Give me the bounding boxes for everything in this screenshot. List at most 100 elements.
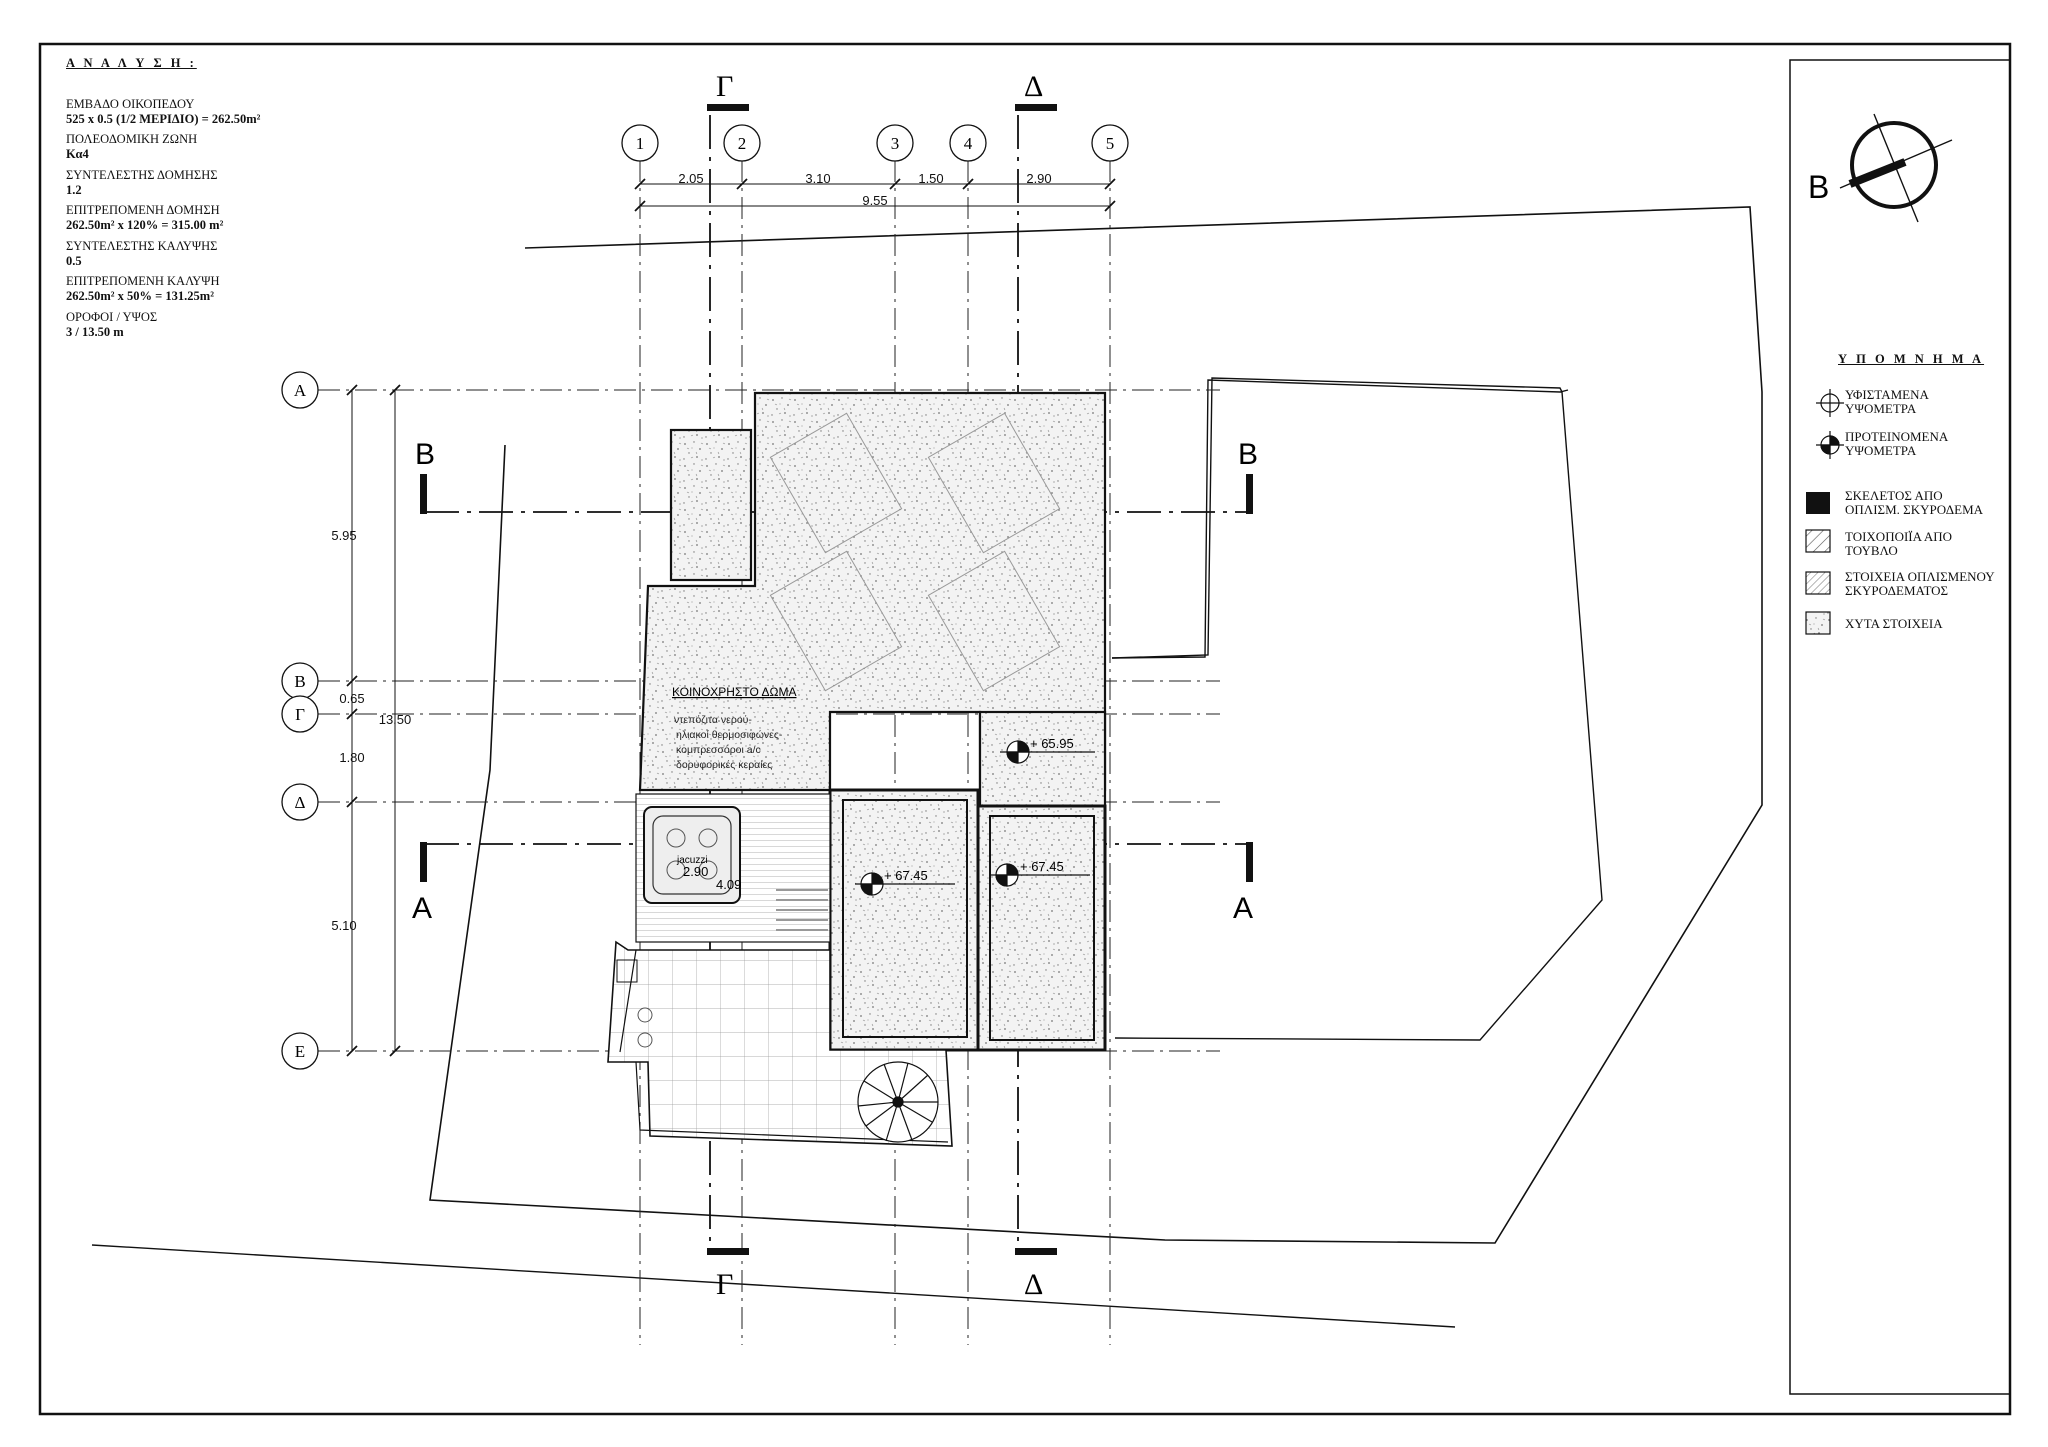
brick-wall-icon — [1805, 529, 1831, 553]
section-label-bottom-right: Δ — [1024, 1268, 1043, 1301]
legend-concrete-line2: ΟΠΛΙΣΜ. ΣΚΥΡΟΔΕΜΑ — [1845, 501, 1984, 517]
row-spacing-a-b: 5.95 — [331, 528, 356, 543]
legend-title: Υ Π Ο Μ Ν Η Μ Α — [1838, 352, 1985, 366]
column-bubbles — [621, 124, 1129, 162]
spiral-stair — [857, 1061, 939, 1143]
jacuzzi-label: jacuzzi — [676, 855, 708, 866]
analysis-label-allowed-coverage: ΕΠΙΤΡΕΠΟΜΕΝΗ ΚΑΛΥΨΗ — [66, 274, 220, 289]
legend-cast-line1: ΧΥΤΑ ΣΤΟΙΧΕΙΑ — [1845, 616, 1943, 631]
level-markers — [855, 740, 1095, 896]
section-label-right-top: Β — [1238, 438, 1258, 471]
roof-terrace — [638, 391, 1107, 792]
stair-shaft — [669, 428, 753, 582]
analysis-label-plot-area: ΕΜΒΑΔΟ ΟΙΚΟΠΕΔΟΥ — [66, 96, 195, 111]
column-spacing-1-2: 2.05 — [678, 171, 703, 186]
analysis-label-building-ratio: ΣΥΝΤΕΛΕΣΤΗΣ ΔΟΜΗΣΗΣ — [66, 167, 218, 182]
legend-reinforced-line1: ΣΤΟΙΧΕΙΑ ΟΠΛΙΣΜΕΝΟΥ — [1845, 569, 1995, 584]
legend-proposed-line2: ΥΨΟΜΕΤΡΑ — [1845, 442, 1917, 458]
analysis-value-building-ratio: 1.2 — [66, 182, 82, 197]
roof-note-4: δορυφορικές κεραίες — [676, 759, 772, 771]
sink-unit — [616, 959, 638, 983]
section-label-left-bottom: Α — [412, 892, 432, 925]
section-label-right-bottom: Α — [1233, 892, 1253, 925]
concrete-frame-icon — [1806, 492, 1830, 514]
neighbour-boundary-2 — [1111, 377, 1603, 1041]
legend-item-brick: ΤΟΙΧΟΠΟΙΪΑ ΑΠΟ ΤΟΥΒΛΟ — [1845, 530, 1952, 557]
level-label-1: + 65.95 — [1030, 736, 1074, 751]
column-label-2: 2 — [738, 134, 747, 153]
legend-item-reinforced: ΣΤΟΙΧΕΙΑ ΟΠΛΙΣΜΕΝΟΥ ΣΚΥΡΟΔΕΜΑΤΟΣ — [1845, 570, 1995, 597]
section-label-bottom-left: Γ — [716, 1268, 733, 1301]
plot-boundary — [429, 206, 1763, 1244]
terrace-parapet — [619, 949, 949, 1143]
room-left — [828, 788, 980, 1052]
level-label-2: + 67.45 — [884, 868, 928, 883]
analysis-value-coverage-ratio: 0.5 — [66, 253, 82, 268]
row-spacing-d-e: 5.10 — [331, 918, 356, 933]
row-label-a: Α — [294, 381, 307, 400]
analysis-value-allowed-coverage: 262.50m² x 50% = 131.25m² — [66, 289, 214, 303]
column-label-5: 5 — [1106, 134, 1115, 153]
section-label-top-left: Γ — [716, 70, 733, 103]
analysis-title: Α Ν Α Λ Υ Σ Η : — [66, 56, 197, 70]
legend-item-cast: ΧΥΤΑ ΣΤΟΙΧΕΙΑ — [1845, 617, 1943, 631]
analysis-label-floors: ΟΡΟΦΟΙ / ΥΨΟΣ — [66, 309, 158, 324]
compass-label: Β — [1808, 169, 1829, 205]
column-spacing-4-5: 2.90 — [1026, 171, 1051, 186]
reinforced-concrete-icon — [1805, 571, 1831, 595]
column-label-3: 3 — [891, 134, 900, 153]
column-total: 9.55 — [862, 193, 887, 208]
legend-item-proposed: ΠΡΟΤΕΙΝΟΜΕΝΑ ΥΨΟΜΕΤΡΑ — [1845, 430, 1948, 457]
jacuzzi — [643, 806, 741, 904]
row-bubbles — [281, 371, 319, 1070]
analysis-value-zone: Κα4 — [66, 147, 89, 161]
column-label-1: 1 — [636, 134, 645, 153]
column-dimensions — [634, 178, 1116, 212]
small-roof-room — [978, 710, 1107, 808]
row-label-c: Γ — [295, 705, 305, 724]
road-edge — [91, 1244, 1456, 1328]
legend-concrete-line1: ΣΚΕΛΕΤΟΣ ΑΠΟ — [1845, 488, 1943, 503]
solar-panels — [769, 412, 1061, 692]
roof-note-1: ντεπόζιτα νερού- — [674, 714, 752, 726]
row-spacing-c-d: 1.80 — [339, 750, 364, 765]
legend-existing-line1: ΥΦΙΣΤΑΜΕΝΑ — [1845, 387, 1929, 402]
analysis-label-coverage-ratio: ΣΥΝΤΕΛΕΣΤΗΣ ΚΑΛΥΨΗΣ — [66, 238, 218, 253]
legend-brick-line2: ΤΟΥΒΛΟ — [1845, 542, 1898, 558]
legend-box — [1789, 59, 2011, 1395]
section-label-top-right: Δ — [1024, 70, 1043, 103]
column-label-4: 4 — [964, 134, 973, 153]
column-spacing-2-3: 3.10 — [805, 171, 830, 186]
row-total: 13.50 — [379, 712, 412, 727]
row-dimensions — [346, 384, 401, 1057]
neighbour-boundary — [1111, 379, 1569, 659]
existing-level-icon — [1816, 389, 1844, 417]
analysis-value-floors: 3 / 13.50 m — [66, 324, 124, 339]
section-label-left-top: Β — [415, 438, 435, 471]
level-label-3: + 67.45 — [1020, 859, 1064, 874]
jacuzzi-dimension-a: 2.90 — [683, 864, 708, 879]
row-label-d: Δ — [295, 793, 306, 812]
analysis-label-allowed-building: ΕΠΙΤΡΕΠΟΜΕΝΗ ΔΟΜΗΣΗ — [66, 203, 220, 218]
row-label-e: Ε — [295, 1042, 305, 1061]
analysis-value-plot-area: 525 x 0.5 (1/2 ΜΕΡΙΔΙΟ) = 262.50m² — [66, 111, 261, 126]
compass-icon — [1839, 113, 1953, 223]
jacuzzi-dimension-b: 4.09 — [716, 877, 741, 892]
section-markers — [420, 104, 1253, 1255]
row-label-b: Β — [294, 672, 305, 691]
cast-elements-icon — [1805, 611, 1831, 635]
roof-title: ΚΟΙΝΟΧΡΗΣΤΟ ΔΩΜΑ — [672, 685, 797, 699]
proposed-level-icon — [1816, 431, 1844, 459]
analysis-label-zone: ΠΟΛΕΟΔΟΜΙΚΗ ΖΩΝΗ — [66, 132, 198, 147]
stair-steps — [776, 889, 828, 931]
analysis-value-allowed-building: 262.50m² x 120% = 315.00 m² — [66, 218, 224, 232]
room-right — [976, 804, 1107, 1052]
legend-proposed-line1: ΠΡΟΤΕΙΝΟΜΕΝΑ — [1845, 429, 1949, 444]
legend-reinforced-line2: ΣΚΥΡΟΔΕΜΑΤΟΣ — [1845, 582, 1949, 598]
legend-existing-line2: ΥΨΟΜΕΤΡΑ — [1845, 400, 1917, 416]
column-spacing-3-4: 1.50 — [918, 171, 943, 186]
row-spacing-b-c: 0.65 — [339, 691, 364, 706]
legend-brick-line1: ΤΟΙΧΟΠΟΙΪΑ ΑΠΟ — [1845, 529, 1953, 544]
building-plan — [607, 391, 1107, 1147]
